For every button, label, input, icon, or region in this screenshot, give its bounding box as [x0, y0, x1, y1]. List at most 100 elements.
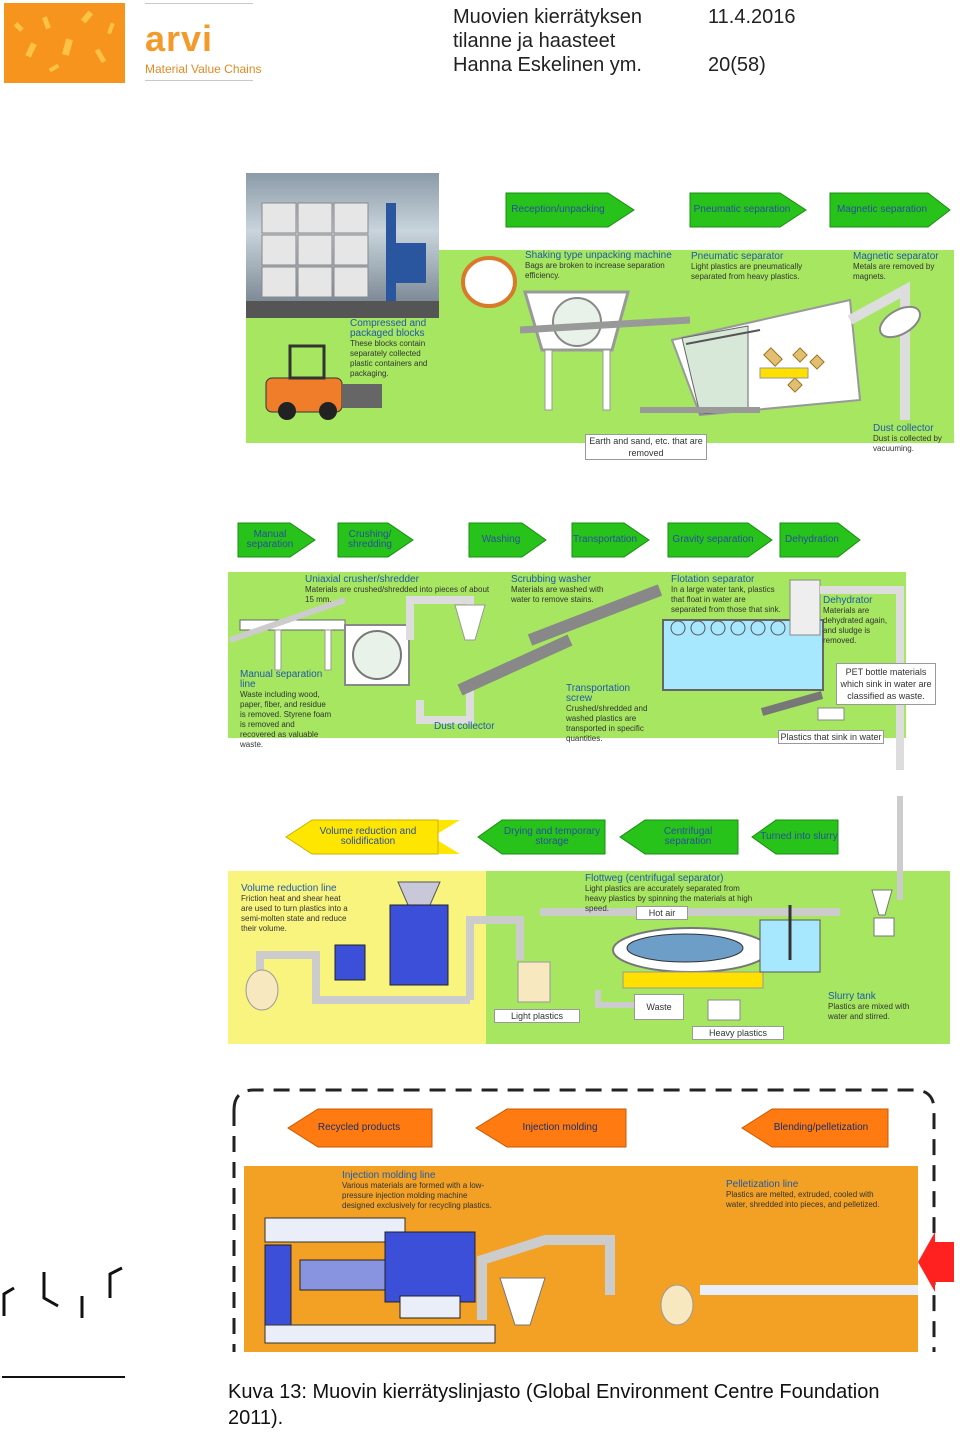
brand-rule-bottom [145, 80, 253, 81]
stage-flottweg: Flottweg (centrifugal separator)Light pl… [585, 873, 753, 914]
dehydrator-icon [789, 579, 821, 636]
scrubbing-screw-icon [527, 584, 663, 646]
header-title-line-1: Muovien kierrätyksen [453, 6, 642, 28]
crusher-rotor-icon [352, 630, 402, 680]
sink-bin-icon [817, 707, 845, 721]
logo-pattern-icon [13, 10, 115, 73]
cyclone-icon [454, 604, 486, 641]
arrow-pneumatic [689, 192, 807, 228]
arrow-volume-reduction [285, 819, 439, 855]
sink-screw-icon [760, 691, 824, 716]
arrow-label-transportation: Transportation [572, 534, 638, 545]
figure-caption: Kuva 13: Muovin kierrätyslinjasto (Globa… [228, 1381, 880, 1429]
box-waste: Waste [634, 994, 684, 1020]
arvi-logo-tile [4, 3, 125, 83]
hopper-leg-icon [602, 349, 611, 411]
arrow-label-pneumatic: Pneumatic separation [693, 204, 791, 215]
incoming-red-arrow [918, 1232, 954, 1292]
arrow-recycled-products [287, 1108, 433, 1148]
arrow-magnetic [829, 192, 951, 228]
heavy-plastics-bin-icon [707, 999, 741, 1021]
header-authors: Hanna Eskelinen ym. [453, 54, 642, 76]
stage-dust-collector-2: Dust collector [434, 721, 495, 732]
box-light-plastics: Light plastics [494, 1009, 580, 1023]
bag-drum-icon [461, 256, 517, 308]
arrow-label-slurry: Turned into slurry [760, 831, 838, 842]
product-bag-icon [245, 969, 279, 1011]
box-pet-bottle: PET bottle materials which sink in water… [836, 663, 936, 705]
arrow-drying [477, 819, 606, 855]
bale-warehouse-photo [246, 173, 439, 318]
arrow-label-volume-reduction: Volume reduction and solidification [319, 826, 417, 847]
bale-stack-icon [246, 202, 439, 318]
magnet-drum-icon [879, 305, 921, 339]
arrow-transportation [571, 522, 650, 558]
arrow-injection-molding [475, 1108, 627, 1148]
arrow-label-centrifugal: Centrifugal separation [663, 826, 713, 847]
forklift-icon [265, 344, 382, 420]
molding-base-icon [264, 1324, 496, 1344]
hopper-leg-icon [544, 349, 553, 411]
motor-icon [334, 944, 366, 981]
header-title-block: Muovien kierrätyksen tilanne ja haasteet… [453, 5, 642, 77]
arrow-label-drying: Drying and temporary storage [503, 826, 601, 847]
arrow-label-dehydration: Dehydration [785, 534, 839, 545]
molding-plate-icon [264, 1217, 406, 1243]
brand-name: arvi [145, 18, 214, 59]
arrow-label-injection-molding: Injection molding [522, 1122, 598, 1133]
pellet-duct-icon [477, 1235, 615, 1320]
box-heavy-plastics: Heavy plastics [692, 1026, 784, 1040]
pipe-icon [519, 316, 691, 334]
arrow-label-manual-separation: Manual separation [246, 529, 294, 550]
brand-rule-top [145, 3, 253, 4]
molding-unit-icon [384, 1231, 476, 1303]
pellet-cyclone-icon [499, 1277, 546, 1326]
light-plastics-bag-icon [517, 961, 551, 1003]
header-date: 11.4.2016 [708, 6, 796, 28]
arrow-label-recycled-products: Recycled products [317, 1122, 401, 1133]
duct-icon [847, 281, 910, 420]
header-page: 20(58) [708, 54, 766, 76]
arrow-label-blending: Blending/pelletization [773, 1122, 869, 1133]
arrow-centrifugal [619, 819, 739, 855]
arrow-reception [505, 192, 635, 228]
pellet-bag-icon [660, 1284, 694, 1326]
reduction-machine-icon [389, 904, 449, 986]
arrow-washing [468, 522, 547, 558]
arrow-label-reception: Reception/unpacking [511, 204, 605, 215]
arrow-dehydration [779, 522, 861, 558]
arrow-crushing [337, 522, 414, 558]
arrow-blending [741, 1108, 889, 1148]
arrow-slurry [751, 819, 839, 855]
box-hot-air: Hot air [636, 906, 688, 920]
box-earth-sand: Earth and sand, etc. that are removed [585, 434, 707, 460]
arrow-label-washing: Washing [481, 534, 521, 545]
arrow-label-magnetic: Magnetic separation [836, 204, 928, 215]
feed-belt-icon [759, 367, 809, 379]
box-plastics-sink: Plastics that sink in water [778, 730, 884, 744]
arrow-gravity [667, 522, 773, 558]
brand-subtitle: Material Value Chains [145, 62, 262, 76]
centrifuge-screw-icon [626, 933, 744, 963]
slurry-cyclone-icon [871, 889, 893, 916]
header-title-line-2: tilanne ja haasteet [453, 30, 616, 52]
flow-outline-dashed [232, 1088, 936, 1352]
panel4-background [244, 1166, 918, 1352]
